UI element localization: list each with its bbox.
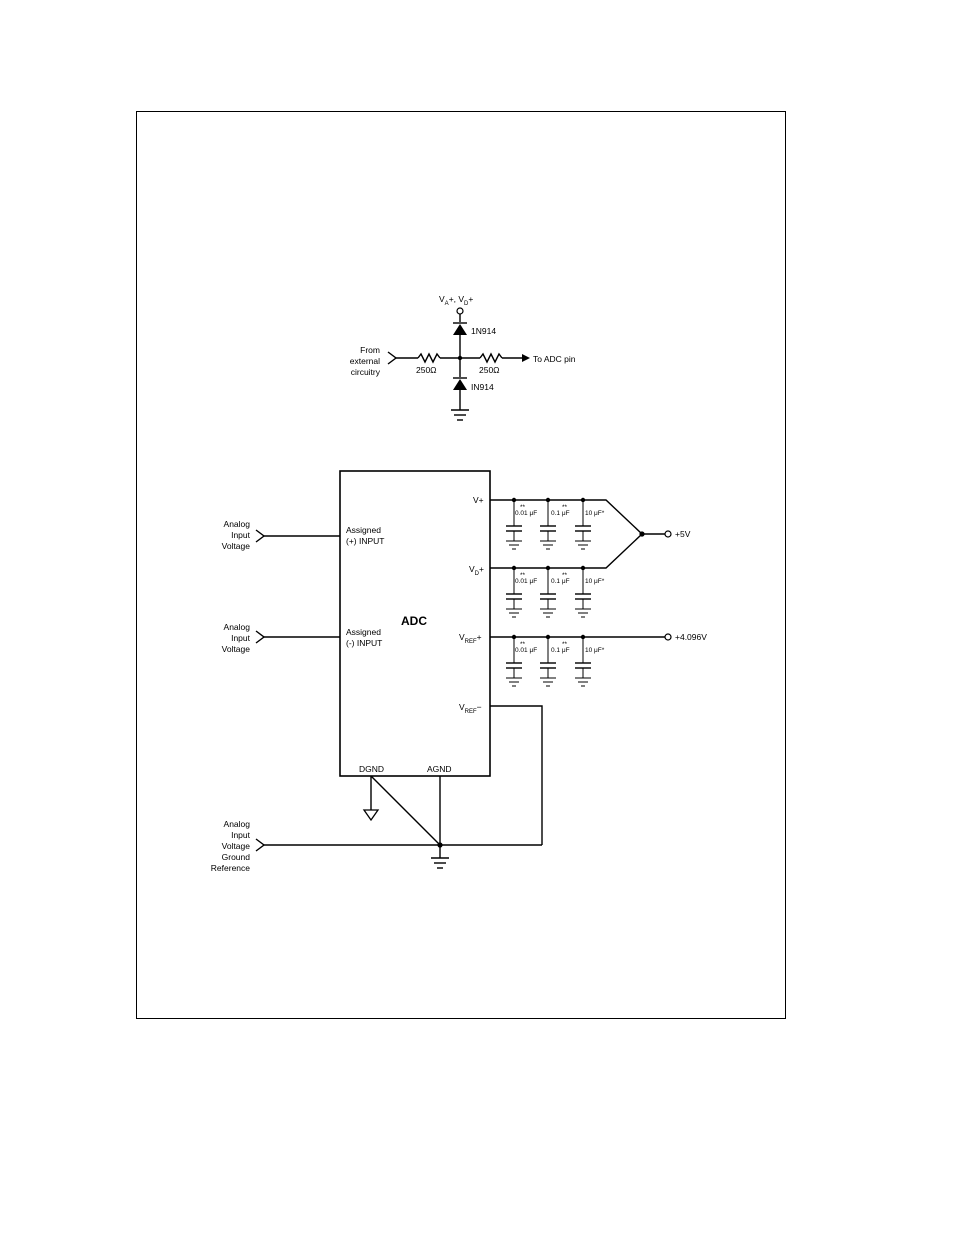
capacitor (540, 568, 556, 618)
pin-neg-label-2: (-) INPUT (346, 638, 382, 648)
input-pos-label-2: Input (231, 530, 251, 540)
input-ref-connector (255, 838, 266, 852)
cap-marker: ** (520, 641, 526, 648)
input-pos-connector (255, 529, 266, 543)
capacitor (506, 500, 522, 550)
input-neg-label-1: Analog (224, 622, 251, 632)
input-neg-connector (255, 630, 266, 644)
pin-agnd-label: AGND (427, 764, 452, 774)
capacitor (575, 637, 591, 687)
capacitor (506, 568, 522, 618)
resistor-right-symbol (479, 352, 503, 364)
vref-minus-wire (490, 705, 543, 845)
input-label-3: circuitry (351, 367, 381, 377)
input-pos-label-1: Analog (224, 519, 251, 529)
cap-marker: ** (520, 572, 526, 579)
input-ref-label-4: Ground (222, 852, 251, 862)
cap-value-3: 10 μF* (585, 647, 605, 654)
input-connector (387, 351, 398, 365)
pin-dgnd-label: DGND (359, 764, 384, 774)
pin-vd-label: VD+ (469, 564, 484, 577)
figure-frame (136, 111, 786, 1019)
capacitor (575, 500, 591, 550)
capacitor (506, 637, 522, 687)
resistor-left-symbol (417, 352, 441, 364)
pin-vplus-label: V+ (473, 495, 484, 505)
cap-marker: ** (520, 504, 526, 511)
input-neg-label-2: Input (231, 633, 251, 643)
input-ref-label-3: Voltage (222, 841, 251, 851)
input-pos-label-3: Voltage (222, 541, 251, 551)
input-ref-label-5: Reference (211, 863, 250, 873)
cap-bank-vplus: ** ** 0.01 μF 0.1 μF 10 μF* (506, 497, 605, 550)
supply-5v-label: +5V (675, 529, 691, 539)
pin-pos-label-2: (+) INPUT (346, 536, 385, 546)
cap-bank-vref: ** ** 0.01 μF 0.1 μF 10 μF* (506, 634, 605, 687)
protection-circuit: VA+, VD+ 1N914 250Ω 250Ω To ADC pin From… (350, 294, 576, 421)
cap-value-3: 10 μF* (585, 578, 605, 585)
capacitor (575, 568, 591, 618)
adc-chip-label: ADC (401, 614, 427, 628)
diode-top-label: 1N914 (471, 326, 496, 336)
cap-marker: ** (562, 504, 568, 511)
cap-value-2: 0.1 μF (551, 578, 570, 585)
output-label: To ADC pin (533, 354, 576, 364)
pin-vref-plus-label: VREF+ (459, 632, 482, 645)
cap-value-3: 10 μF* (585, 510, 605, 517)
supply-ref-label: +4.096V (675, 632, 707, 642)
supply-label: VA+, VD+ (439, 294, 473, 307)
diode-top-symbol (453, 322, 467, 335)
input-ref-label-1: Analog (224, 819, 251, 829)
cap-bank-vd: ** ** 0.01 μF 0.1 μF 10 μF* (506, 565, 605, 618)
pin-neg-label-1: Assigned (346, 627, 381, 637)
cap-marker: ** (562, 641, 568, 648)
resistor-right-label: 250Ω (479, 365, 500, 375)
cap-value-1: 0.01 μF (515, 647, 537, 654)
cap-marker: ** (562, 572, 568, 579)
diode-bottom-symbol (453, 377, 467, 390)
capacitor (540, 637, 556, 687)
input-ref-label-2: Input (231, 830, 251, 840)
input-label-1: From (360, 345, 380, 355)
cap-value-1: 0.01 μF (515, 510, 537, 517)
diode-bottom-label: IN914 (471, 382, 494, 392)
supply-terminal (456, 307, 464, 315)
adc-chip (339, 470, 491, 777)
digital-ground-icon (362, 809, 380, 822)
adc-circuit: ADC Assigned (+) INPUT Assigned (-) INPU… (211, 470, 707, 873)
pin-pos-label-1: Assigned (346, 525, 381, 535)
cap-value-1: 0.01 μF (515, 578, 537, 585)
supply-ref-terminal (664, 633, 672, 641)
supply-5v-terminal (664, 530, 672, 538)
cap-value-2: 0.1 μF (551, 510, 570, 517)
capacitor (540, 500, 556, 550)
protection-ground-icon (451, 409, 469, 421)
resistor-left-label: 250Ω (416, 365, 437, 375)
input-neg-label-3: Voltage (222, 644, 251, 654)
input-label-2: external (350, 356, 380, 366)
pin-vref-minus-label: VREF− (459, 702, 482, 715)
analog-ground-icon (431, 857, 449, 869)
cap-value-2: 0.1 μF (551, 647, 570, 654)
